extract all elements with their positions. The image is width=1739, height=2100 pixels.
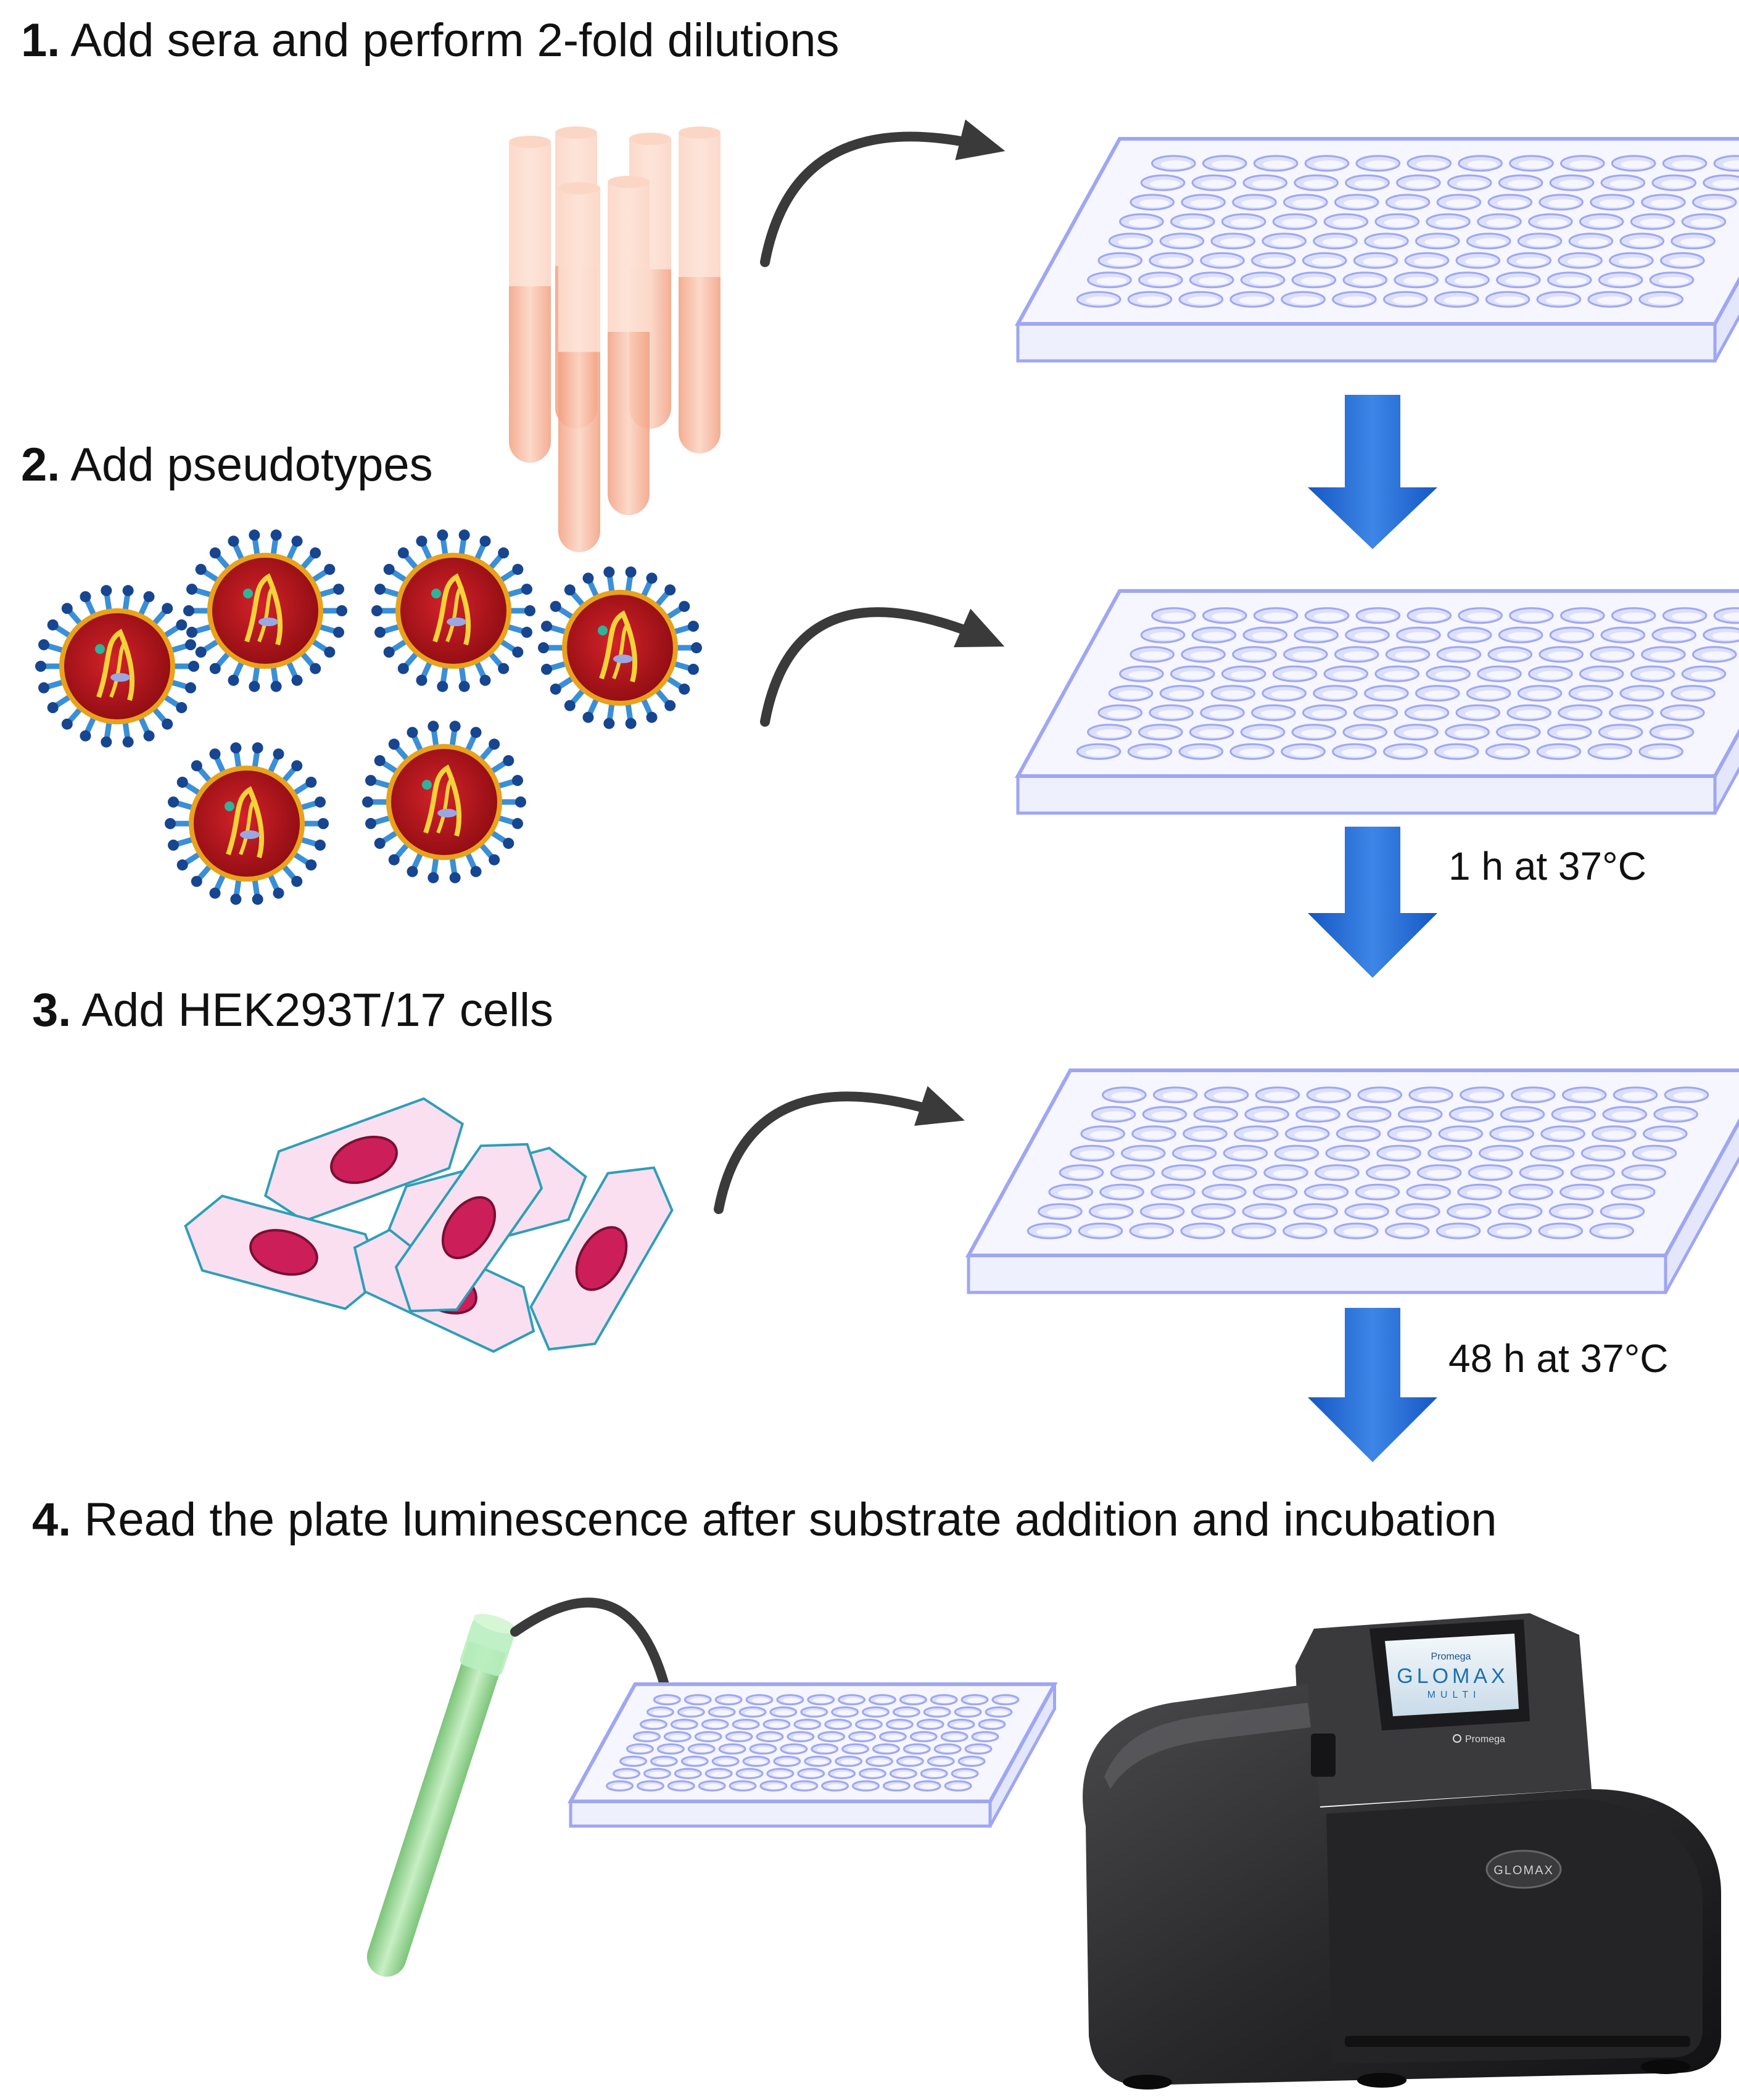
incubation-2-label: 48 h at 37°C [1448,1336,1669,1381]
step-3-number: 3. [32,984,72,1036]
step-1-label: 1. Add sera and perform 2-fold dilutions [21,17,840,64]
hek-cell [529,1166,674,1351]
step-4-text: Read the plate luminescence after substr… [84,1494,1497,1546]
pseudotype-particle [165,742,329,905]
pseudotype-particle [183,529,347,692]
luminometer-instrument: Promega GLOMAX MULTI Promega GLOMAX [1083,1613,1721,2090]
step-2-label: 2. Add pseudotypes [21,442,433,489]
well-plate-2 [1014,589,1739,815]
step-1-text: Add sera and perform 2-fold dilutions [70,14,840,67]
step-1-number: 1. [21,14,60,67]
process-arrow-2 [1308,827,1437,978]
transfer-arrow-3 [714,1086,965,1214]
well-plate-3 [965,1069,1739,1294]
pseudotype-particle [35,585,199,748]
step-4-label: 4. Read the plate luminescence after sub… [32,1497,1497,1544]
pseudotype-particle [538,566,702,729]
well-plate-4 [567,1682,1058,1828]
screen-logo-text: GLOMAX [1397,1664,1508,1688]
process-arrow-3 [1308,1308,1437,1462]
hek-cell [394,1143,543,1313]
pseudotype-particles [35,529,702,905]
transfer-arrow-1 [760,119,1006,267]
screen-sub-text: MULTI [1427,1690,1481,1700]
badge-text: GLOMAX [1493,1864,1554,1877]
screen-brand-text: Promega [1431,1651,1471,1662]
process-arrow-1 [1308,395,1437,549]
transfer-arrow-2 [760,607,1005,727]
pseudotype-particle [362,721,526,883]
step-3-label: 3. Add HEK293T/17 cells [32,987,553,1034]
footer-brand-text: Promega [1465,1734,1505,1745]
pseudotype-particle [371,529,535,692]
step-3-text: Add HEK293T/17 cells [81,984,553,1036]
well-plate-1 [1014,137,1739,363]
step-4-number: 4. [32,1494,72,1546]
step-2-text: Add pseudotypes [70,439,433,491]
substrate-tube [366,1614,516,1977]
step-2-number: 2. [21,439,60,491]
incubation-1-label: 1 h at 37°C [1448,844,1646,888]
hek293t-cells [184,1097,674,1353]
sera-tubes [509,126,721,552]
